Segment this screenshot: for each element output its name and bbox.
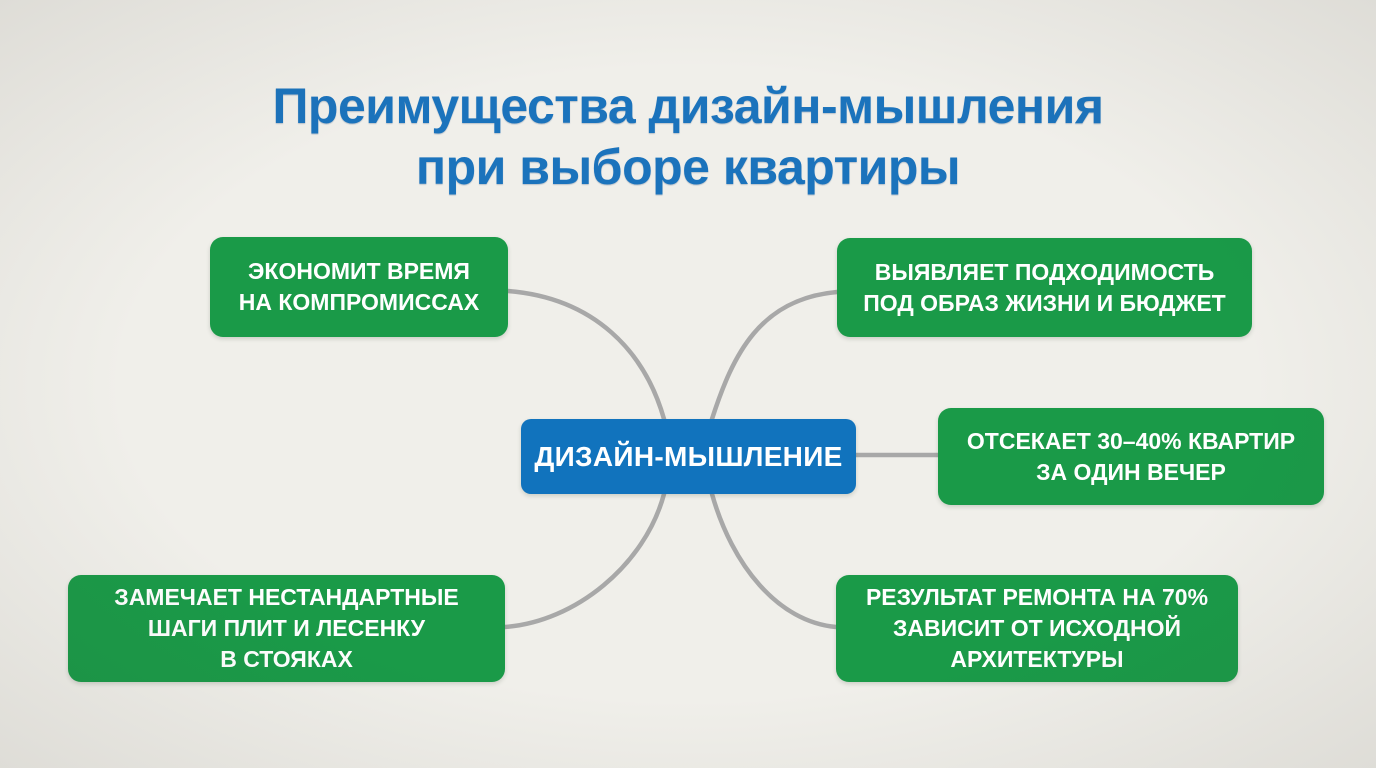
slide-title-line1: Преимущества дизайн-мышления bbox=[272, 77, 1104, 134]
node-design-thinking: ДИЗАЙН-МЫШЛЕНИЕ bbox=[521, 419, 856, 494]
slide-title-line2: при выборе квартиры bbox=[415, 138, 961, 195]
node-lifestyle-budget-fit: ВЫЯВЛЯЕТ ПОДХОДИМОСТЬ ПОД ОБРАЗ ЖИЗНИ И … bbox=[837, 238, 1252, 337]
node-saves-time: ЭКОНОМИТ ВРЕМЯ НА КОМПРОМИССАХ bbox=[210, 237, 508, 337]
connector-top-left bbox=[505, 288, 667, 422]
node-renovation-depends-architecture-line2: ЗАВИСИТ ОТ ИСХОДНОЙ bbox=[892, 615, 1182, 641]
node-saves-time-line1: ЭКОНОМИТ ВРЕМЯ bbox=[248, 258, 470, 284]
node-filters-apartments-line1: ОТСЕКАЕТ 30–40% КВАРТИР bbox=[966, 427, 1296, 454]
node-lifestyle-budget-fit-line2: ПОД ОБРАЗ ЖИЗНИ И БЮДЖЕТ bbox=[863, 289, 1226, 316]
node-notices-slab-steps: ЗАМЕЧАЕТ НЕСТАНДАРТНЫЕ ШАГИ ПЛИТ И ЛЕСЕН… bbox=[68, 575, 505, 682]
node-renovation-depends-architecture-line3: АРХИТЕКТУРЫ bbox=[950, 646, 1124, 672]
node-notices-slab-steps-line2: ШАГИ ПЛИТ И ЛЕСЕНКУ bbox=[147, 615, 426, 641]
connector-bottom-right bbox=[709, 491, 839, 630]
connector-group bbox=[502, 288, 941, 630]
connector-bottom-left bbox=[502, 491, 667, 630]
node-saves-time-line2: НА КОМПРОМИССАХ bbox=[238, 289, 480, 315]
node-notices-slab-steps-line3: В СТОЯКАХ bbox=[220, 646, 353, 672]
node-filters-apartments: ОТСЕКАЕТ 30–40% КВАРТИР ЗА ОДИН ВЕЧЕР bbox=[938, 408, 1324, 505]
node-design-thinking-label: ДИЗАЙН-МЫШЛЕНИЕ bbox=[534, 440, 843, 472]
node-notices-slab-steps-line1: ЗАМЕЧАЕТ НЕСТАНДАРТНЫЕ bbox=[114, 584, 459, 610]
slide-title: Преимущества дизайн-мышления при выборе … bbox=[0, 76, 1376, 198]
node-renovation-depends-architecture: РЕЗУЛЬТАТ РЕМОНТА НА 70% ЗАВИСИТ ОТ ИСХО… bbox=[836, 575, 1238, 682]
node-renovation-depends-architecture-line1: РЕЗУЛЬТАТ РЕМОНТА НА 70% bbox=[865, 584, 1209, 610]
node-lifestyle-budget-fit-line1: ВЫЯВЛЯЕТ ПОДХОДИМОСТЬ bbox=[874, 258, 1215, 285]
node-filters-apartments-line2: ЗА ОДИН ВЕЧЕР bbox=[1036, 458, 1226, 485]
connector-top-right bbox=[709, 289, 840, 422]
